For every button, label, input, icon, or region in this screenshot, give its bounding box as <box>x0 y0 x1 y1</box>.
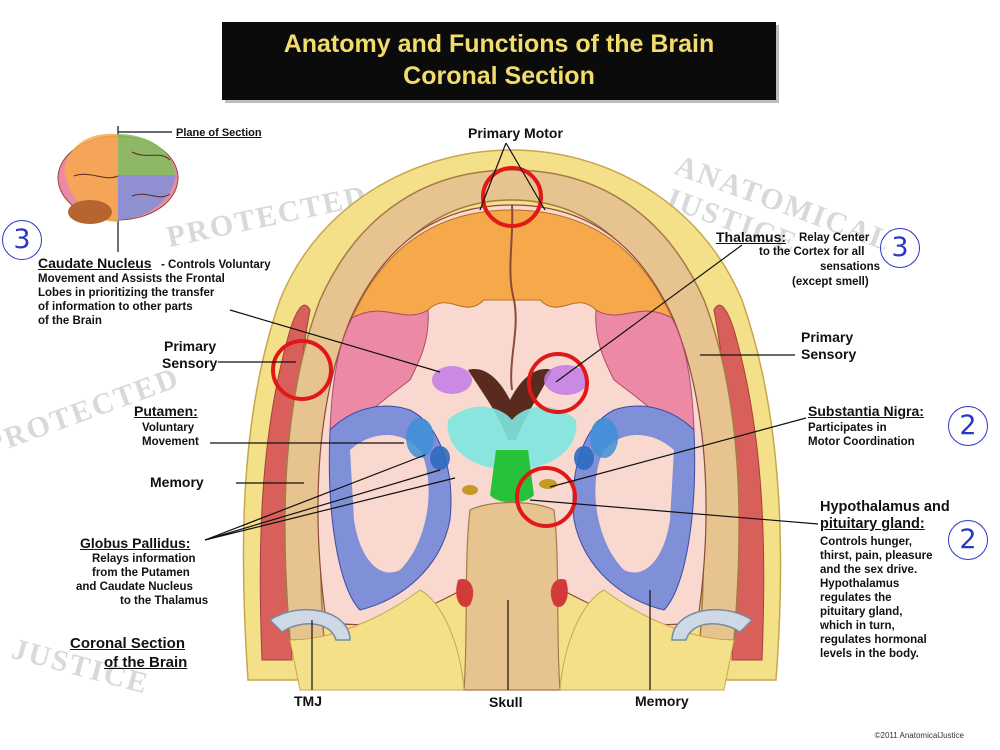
leader-lines <box>117 126 819 690</box>
title-line-1: Anatomy and Functions of the Brain <box>283 30 715 58</box>
title-banner: Anatomy and Functions of the Brain Coron… <box>222 22 776 100</box>
coronal-section-title-1: Coronal Section <box>70 635 186 652</box>
substantia-desc-2: Motor Coordination <box>808 436 915 448</box>
skull-label: Skull <box>489 694 523 710</box>
caudate-desc-2: Movement and Assists the Frontal <box>38 273 225 285</box>
caudate-desc-5: of the Brain <box>38 315 102 327</box>
annotation-number: 3 <box>880 228 920 268</box>
primary-sensory-left-2: Sensory <box>162 355 218 371</box>
globus-pallidus-right <box>574 446 594 470</box>
thalamus <box>447 406 577 470</box>
hypo-desc-8: regulates hormonal <box>820 634 927 646</box>
thalamus-title: Thalamus: <box>716 229 787 245</box>
hypo-desc-4: Hypothalamus <box>820 578 900 590</box>
caudate-desc-3: Lobes in prioritizing the transfer <box>38 287 215 299</box>
inner-ear-right <box>550 579 568 608</box>
annotation-number: 2 <box>948 406 988 446</box>
hypo-desc-2: thirst, pain, pleasure <box>820 550 933 562</box>
thalamus-desc-2: to the Cortex for all <box>759 246 865 258</box>
globus-pallidus-left <box>430 446 450 470</box>
highlight-circle <box>271 339 333 401</box>
inset-brain <box>57 133 179 224</box>
memory-left-label: Memory <box>150 474 204 490</box>
putamen-left <box>406 418 434 458</box>
coronal-section-title-2: of the Brain <box>104 654 188 671</box>
copyright-text: ©2011 AnatomicalJustice <box>874 731 964 740</box>
primary-sensory-right-2: Sensory <box>801 346 857 362</box>
putamen-right <box>590 418 618 458</box>
tmj-label: TMJ <box>294 693 322 709</box>
memory-bottom-label: Memory <box>635 693 689 709</box>
hypo-desc-6: pituitary gland, <box>820 606 903 618</box>
skull-base-right <box>559 589 735 691</box>
annotation-number: 2 <box>948 520 988 560</box>
putamen-title: Putamen: <box>134 403 198 419</box>
putamen-desc-1: Voluntary <box>142 422 195 434</box>
longitudinal-fissure <box>509 204 517 391</box>
caudate-desc-4: of information to other parts <box>38 301 193 313</box>
globus-desc-3: and Caudate Nucleus <box>76 581 193 593</box>
globus-desc-2: from the Putamen <box>92 567 190 579</box>
putamen-desc-2: Movement <box>142 436 199 448</box>
primary-sensory-right-1: Primary <box>801 329 854 345</box>
globus-desc-4: to the Thalamus <box>120 595 209 607</box>
tmj-right <box>671 608 754 641</box>
primary-motor-label: Primary Motor <box>468 125 563 141</box>
hypo-desc-3: and the sex drive. <box>820 564 918 576</box>
substantia-nigra-left <box>462 485 478 495</box>
hypo-desc-7: which in turn, <box>820 620 895 632</box>
title-line-2: Coronal Section <box>403 62 595 90</box>
cortex-parietal-left <box>329 309 429 431</box>
caudate-left <box>432 366 472 394</box>
substantia-desc-1: Participates in <box>808 422 887 434</box>
hypothalamus-title-2: pituitary gland: <box>820 516 925 532</box>
highlight-circle <box>481 166 543 228</box>
tmj-left <box>268 608 351 641</box>
thalamus-desc-3: sensations <box>820 261 881 273</box>
thalamus-desc-4: (except smell) <box>792 276 869 288</box>
globus-pallidus-title: Globus Pallidus: <box>80 535 191 551</box>
caudate-desc: - Controls Voluntary <box>161 259 271 271</box>
skull-base-left <box>289 589 465 691</box>
hypo-desc-5: regulates the <box>820 592 892 604</box>
highlight-circle <box>527 352 589 414</box>
hypothalamus-title-1: Hypothalamus and <box>820 499 950 515</box>
temporal-white-left <box>350 435 429 573</box>
substantia-nigra <box>539 479 557 489</box>
caudate-title: Caudate Nucleus <box>38 255 152 271</box>
hypo-desc-9: levels in the body. <box>820 648 919 660</box>
skull-base <box>463 501 561 691</box>
highlight-circle <box>515 466 577 528</box>
thalamus-desc-1: Relay Center <box>799 232 870 244</box>
substantia-nigra-title: Substantia Nigra: <box>808 403 924 419</box>
hypo-desc-1: Controls hunger, <box>820 536 912 548</box>
cortex-parietal-right <box>595 309 695 431</box>
hypothalamus <box>490 450 534 503</box>
primary-sensory-left-1: Primary <box>164 338 217 354</box>
inner-ear-left <box>456 579 474 608</box>
caudate-right <box>544 365 588 395</box>
globus-desc-1: Relays information <box>92 553 196 565</box>
plane-of-section-label: Plane of Section <box>176 127 262 139</box>
annotation-number: 3 <box>2 220 42 260</box>
